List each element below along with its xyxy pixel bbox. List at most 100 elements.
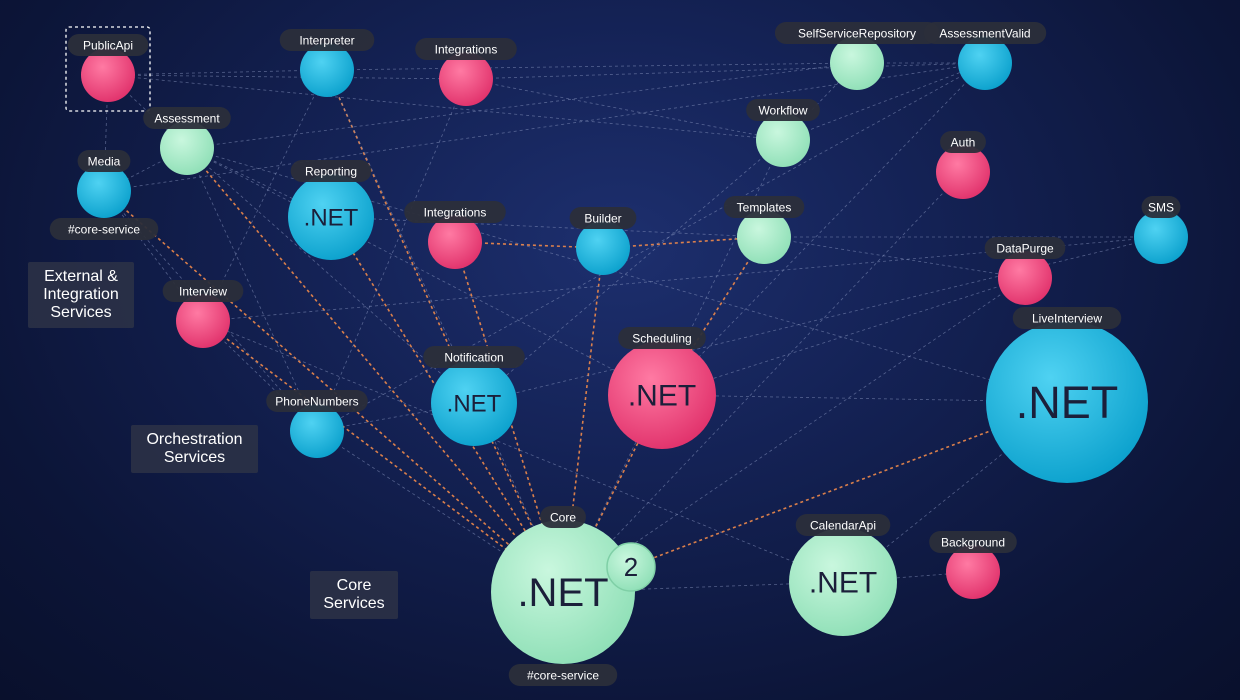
node-builder[interactable] [576, 221, 630, 275]
svg-text:Interview: Interview [179, 284, 227, 298]
node-reporting[interactable]: .NET [288, 174, 374, 260]
edge-interpreter-interview [202, 69, 328, 322]
node-workflow[interactable] [756, 113, 810, 167]
node-circle-media[interactable] [77, 164, 131, 218]
node-label-phonenumbers: PhoneNumbers [266, 390, 368, 412]
node-label-sms: SMS [1141, 196, 1181, 218]
node-label-media: Media [77, 150, 131, 172]
edge-workflow-notification [473, 139, 784, 404]
svg-text:SelfServiceRepository: SelfServiceRepository [798, 26, 916, 40]
node-datapurge[interactable] [998, 251, 1052, 305]
node-label-publicapi: PublicApi [67, 34, 149, 56]
node-circle-liveinterview[interactable] [986, 321, 1148, 483]
node-interview[interactable] [176, 294, 230, 348]
node-circle-notification[interactable] [431, 360, 517, 446]
svg-text:AssessmentValid: AssessmentValid [939, 26, 1030, 40]
node-circle-interview[interactable] [176, 294, 230, 348]
svg-text:#core-service: #core-service [68, 222, 140, 236]
node-circle-assessmentvalid[interactable] [958, 36, 1012, 90]
node-circle-phonenumbers[interactable] [290, 404, 344, 458]
node-tag-media: #core-service [49, 218, 159, 240]
node-label-integrations1: Integrations [415, 38, 517, 60]
svg-text:Workflow: Workflow [758, 103, 807, 117]
node-phonenumbers[interactable] [290, 404, 344, 458]
node-circle-publicapi[interactable] [81, 48, 135, 102]
node-interpreter[interactable] [300, 43, 354, 97]
edge-workflow-assessmentvalid [782, 62, 986, 141]
node-background[interactable] [946, 545, 1000, 599]
node-label-core: Core [540, 506, 586, 528]
node-circle-background[interactable] [946, 545, 1000, 599]
node-media[interactable] [77, 164, 131, 218]
node-publicapi[interactable] [65, 26, 151, 112]
node-circle-builder[interactable] [576, 221, 630, 275]
edge-sms-notification [473, 236, 1162, 404]
svg-text:DataPurge: DataPurge [996, 241, 1054, 255]
edge-reporting-templates [330, 216, 765, 238]
svg-text:Media: Media [88, 154, 121, 168]
node-integrations1[interactable] [439, 52, 493, 106]
node-sms[interactable] [1134, 210, 1188, 264]
svg-text:PublicApi: PublicApi [83, 38, 133, 52]
group-label-orchestration: Orchestration Services [131, 425, 258, 473]
net-label-liveinterview: .NET [1016, 377, 1119, 428]
count-badge-value: 2 [624, 552, 638, 582]
node-label-scheduling: Scheduling [618, 327, 706, 349]
node-assessmentvalid[interactable] [958, 36, 1012, 90]
svg-text:Notification: Notification [444, 350, 503, 364]
edge-publicapi-integrations1 [107, 74, 467, 80]
edge-media-assessmentvalid [103, 62, 986, 192]
node-circle-calendarapi[interactable] [789, 528, 897, 636]
node-circle-templates[interactable] [737, 210, 791, 264]
svg-text:CalendarApi: CalendarApi [810, 518, 876, 532]
node-liveinterview[interactable]: .NET [986, 321, 1148, 483]
svg-text:Auth: Auth [951, 135, 976, 149]
node-circle-datapurge[interactable] [998, 251, 1052, 305]
edge-interpreter-selfservice [326, 62, 858, 71]
edge-integrations1-workflow [465, 78, 784, 141]
node-circle-reporting[interactable] [288, 174, 374, 260]
net-label-scheduling: .NET [628, 380, 696, 413]
node-label-interview: Interview [162, 280, 244, 302]
svg-text:Builder: Builder [584, 211, 621, 225]
node-circle-scheduling[interactable] [608, 341, 716, 449]
node-templates[interactable] [737, 210, 791, 264]
edge-integrations1-assessmentvalid [465, 62, 986, 80]
node-calendarapi[interactable]: .NET [789, 528, 897, 636]
node-circle-core[interactable] [491, 520, 635, 664]
node-circle-auth[interactable] [936, 145, 990, 199]
svg-text:Scheduling: Scheduling [632, 331, 691, 345]
node-scheduling[interactable]: .NET [608, 341, 716, 449]
node-circle-integrations2[interactable] [428, 215, 482, 269]
node-auth[interactable] [936, 145, 990, 199]
edge-reporting-core [330, 216, 564, 593]
node-label-workflow: Workflow [746, 99, 820, 121]
node-integrations2[interactable] [428, 215, 482, 269]
node-selfservice[interactable] [830, 36, 884, 90]
edge-interpreter-notification [326, 69, 475, 404]
group-label-core: Core Services [310, 571, 398, 619]
node-circle-selfservice[interactable] [830, 36, 884, 90]
edge-integrations1-phonenumbers [316, 78, 467, 432]
node-label-selfservice: SelfServiceRepository [774, 22, 940, 44]
net-label-notification: .NET [447, 390, 502, 417]
svg-text:Assessment: Assessment [154, 111, 220, 125]
svg-text:Integrations: Integrations [424, 205, 487, 219]
node-circle-sms[interactable] [1134, 210, 1188, 264]
node-label-integrations2: Integrations [404, 201, 506, 223]
node-circle-interpreter[interactable] [300, 43, 354, 97]
edge-publicapi-workflow [107, 74, 784, 141]
edge-assessmentvalid-scheduling [661, 62, 986, 396]
node-circle-workflow[interactable] [756, 113, 810, 167]
edge-interview-calendarapi [202, 320, 844, 583]
svg-text:Core: Core [550, 510, 576, 524]
selection-box [65, 26, 151, 112]
node-circle-assessment[interactable] [160, 121, 214, 175]
node-assessment[interactable] [160, 121, 214, 175]
svg-text:Integrations: Integrations [435, 42, 498, 56]
node-circle-integrations1[interactable] [439, 52, 493, 106]
edge-sms-interview [202, 236, 1162, 322]
node-notification[interactable]: .NET [431, 360, 517, 446]
